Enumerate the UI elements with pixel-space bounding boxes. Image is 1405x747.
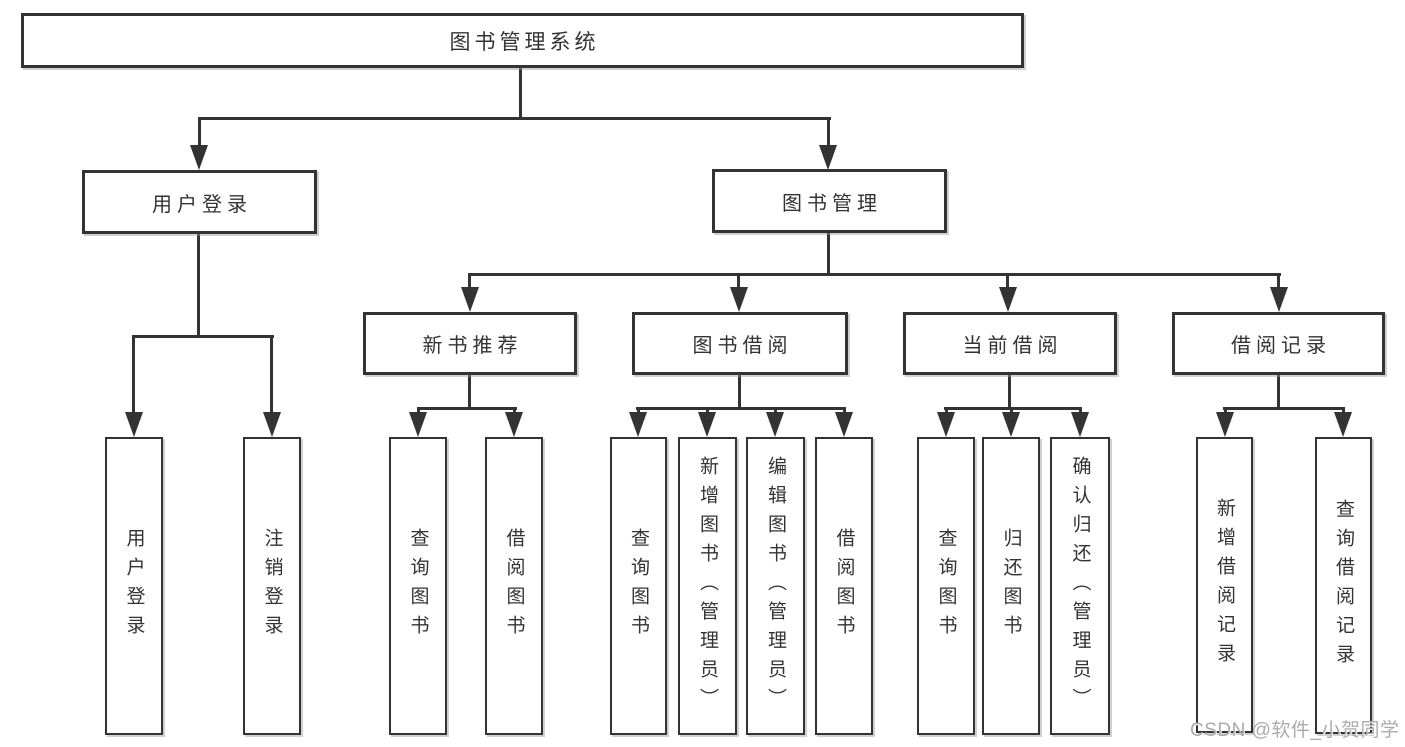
connector-borrow-records-bar [1223, 407, 1345, 410]
connector-stem-nb-borrow [513, 407, 516, 415]
connector-user-login-riser [197, 232, 200, 337]
arrowhead-cb-query [937, 412, 955, 437]
connector-stem-new-book-recommend [468, 273, 471, 290]
connector-stem-bb-edit [774, 407, 777, 415]
connector-root-bar [198, 117, 831, 120]
connector-book-management-riser [827, 231, 830, 275]
arrowhead-book-borrow [730, 287, 748, 312]
arrowhead-borrow-records [1270, 287, 1288, 312]
node-user-login: 用户登录 [82, 170, 317, 234]
connector-new-book-riser [468, 374, 471, 409]
connector-stem-borrow-records [1277, 273, 1280, 290]
leaf-bb-borrow-books-label: 借阅图书 [833, 528, 855, 644]
connector-stem-user-login [198, 117, 201, 147]
leaf-nb-query-books-label: 查询图书 [407, 528, 429, 644]
connector-book-borrow-bar [636, 407, 846, 410]
leaf-cb-query-books-label: 查询图书 [935, 528, 957, 644]
leaf-br-query-record: 查询借阅记录 [1315, 437, 1372, 734]
leaf-br-add-record-label: 新增借阅记录 [1214, 498, 1235, 672]
node-current-borrow: 当前借阅 [903, 312, 1117, 375]
leaf-cb-return-book: 归还图书 [982, 437, 1040, 735]
node-book-management: 图书管理 [712, 169, 947, 233]
node-new-book-recommend: 新书推荐 [363, 312, 577, 375]
leaf-logout: 注销登录 [243, 437, 301, 735]
arrowhead-user-login [190, 145, 208, 170]
arrowhead-bb-borrow [835, 412, 853, 437]
node-root: 图书管理系统 [21, 13, 1024, 68]
leaf-bb-add-book-admin: 新增图书（管理员） [678, 437, 737, 735]
node-book-borrow: 图书借阅 [632, 312, 848, 375]
leaf-cb-return-book-label: 归还图书 [1000, 528, 1022, 644]
leaf-br-query-record-label: 查询借阅记录 [1333, 498, 1354, 673]
leaf-bb-query-books: 查询图书 [610, 437, 667, 735]
leaf-bb-edit-book-admin: 编辑图书（管理员） [746, 437, 805, 735]
arrowhead-leaf-logout [263, 412, 281, 437]
leaf-nb-borrow-books: 借阅图书 [485, 437, 543, 735]
connector-stem-current-borrow [1006, 273, 1009, 290]
node-current-borrow-label: 当前借阅 [962, 335, 1063, 357]
connector-stem-book-borrow [737, 273, 740, 290]
connector-stem-leaf-logout [270, 335, 273, 415]
connector-stem-br-query [1342, 407, 1345, 415]
leaf-bb-borrow-books: 借阅图书 [815, 437, 873, 735]
arrowhead-nb-borrow [505, 412, 523, 437]
leaf-br-add-record: 新增借阅记录 [1196, 437, 1253, 733]
connector-current-borrow-bar [944, 407, 1082, 410]
node-book-borrow-label: 图书借阅 [692, 335, 793, 357]
connector-stem-br-add [1224, 407, 1227, 415]
connector-book-borrow-riser [738, 374, 741, 409]
leaf-user-login-label: 用户登录 [123, 528, 145, 644]
connector-stem-cb-return [1010, 407, 1013, 415]
leaf-nb-borrow-books-label: 借阅图书 [503, 528, 525, 644]
leaf-user-login: 用户登录 [105, 437, 163, 735]
arrowhead-cb-confirm [1071, 412, 1089, 437]
connector-stem-leaf-user-login [132, 335, 135, 415]
node-user-login-label: 用户登录 [152, 193, 252, 216]
arrowhead-br-query [1334, 412, 1352, 437]
connector-user-login-bar [132, 335, 274, 338]
leaf-cb-confirm-return-admin: 确认归还（管理员） [1050, 437, 1110, 735]
connector-borrow-records-riser [1277, 374, 1280, 409]
connector-new-book-bar [417, 407, 517, 410]
leaf-bb-edit-book-admin-label: 编辑图书（管理员） [765, 455, 786, 717]
arrowhead-current-borrow [999, 287, 1017, 312]
connector-stem-bb-add [706, 407, 709, 415]
arrowhead-cb-return [1002, 412, 1020, 437]
connector-stem-cb-confirm [1079, 407, 1082, 415]
connector-root-riser [519, 66, 522, 119]
watermark: CSDN @软件_小贺同学 [1190, 720, 1400, 741]
connector-stem-bb-query [637, 407, 640, 415]
connector-stem-bb-borrow [843, 407, 846, 415]
connector-book-management-bar [468, 273, 1281, 276]
leaf-cb-confirm-return-admin-label: 确认归还（管理员） [1069, 455, 1091, 717]
arrowhead-bb-add [698, 412, 716, 437]
arrowhead-leaf-user-login [125, 412, 143, 437]
node-borrow-records: 借阅记录 [1172, 312, 1385, 375]
node-book-management-label: 图书管理 [782, 192, 882, 215]
leaf-nb-query-books: 查询图书 [389, 437, 447, 735]
node-root-label: 图书管理系统 [449, 30, 600, 54]
arrowhead-nb-query [409, 412, 427, 437]
arrowhead-new-book-recommend [461, 287, 479, 312]
leaf-bb-add-book-admin-label: 新增图书（管理员） [697, 455, 718, 717]
connector-stem-nb-query [417, 407, 420, 415]
connector-stem-cb-query [945, 407, 948, 415]
connector-stem-book-management [827, 117, 830, 147]
leaf-logout-label: 注销登录 [261, 528, 283, 644]
connector-current-borrow-riser [1008, 374, 1011, 409]
node-borrow-records-label: 借阅记录 [1231, 335, 1331, 357]
arrowhead-bb-edit [766, 412, 784, 437]
leaf-bb-query-books-label: 查询图书 [628, 528, 649, 644]
arrowhead-book-management [819, 145, 837, 170]
leaf-cb-query-books: 查询图书 [917, 437, 975, 735]
node-new-book-recommend-label: 新书推荐 [422, 335, 523, 357]
arrowhead-br-add [1216, 412, 1234, 437]
arrowhead-bb-query [629, 412, 647, 437]
